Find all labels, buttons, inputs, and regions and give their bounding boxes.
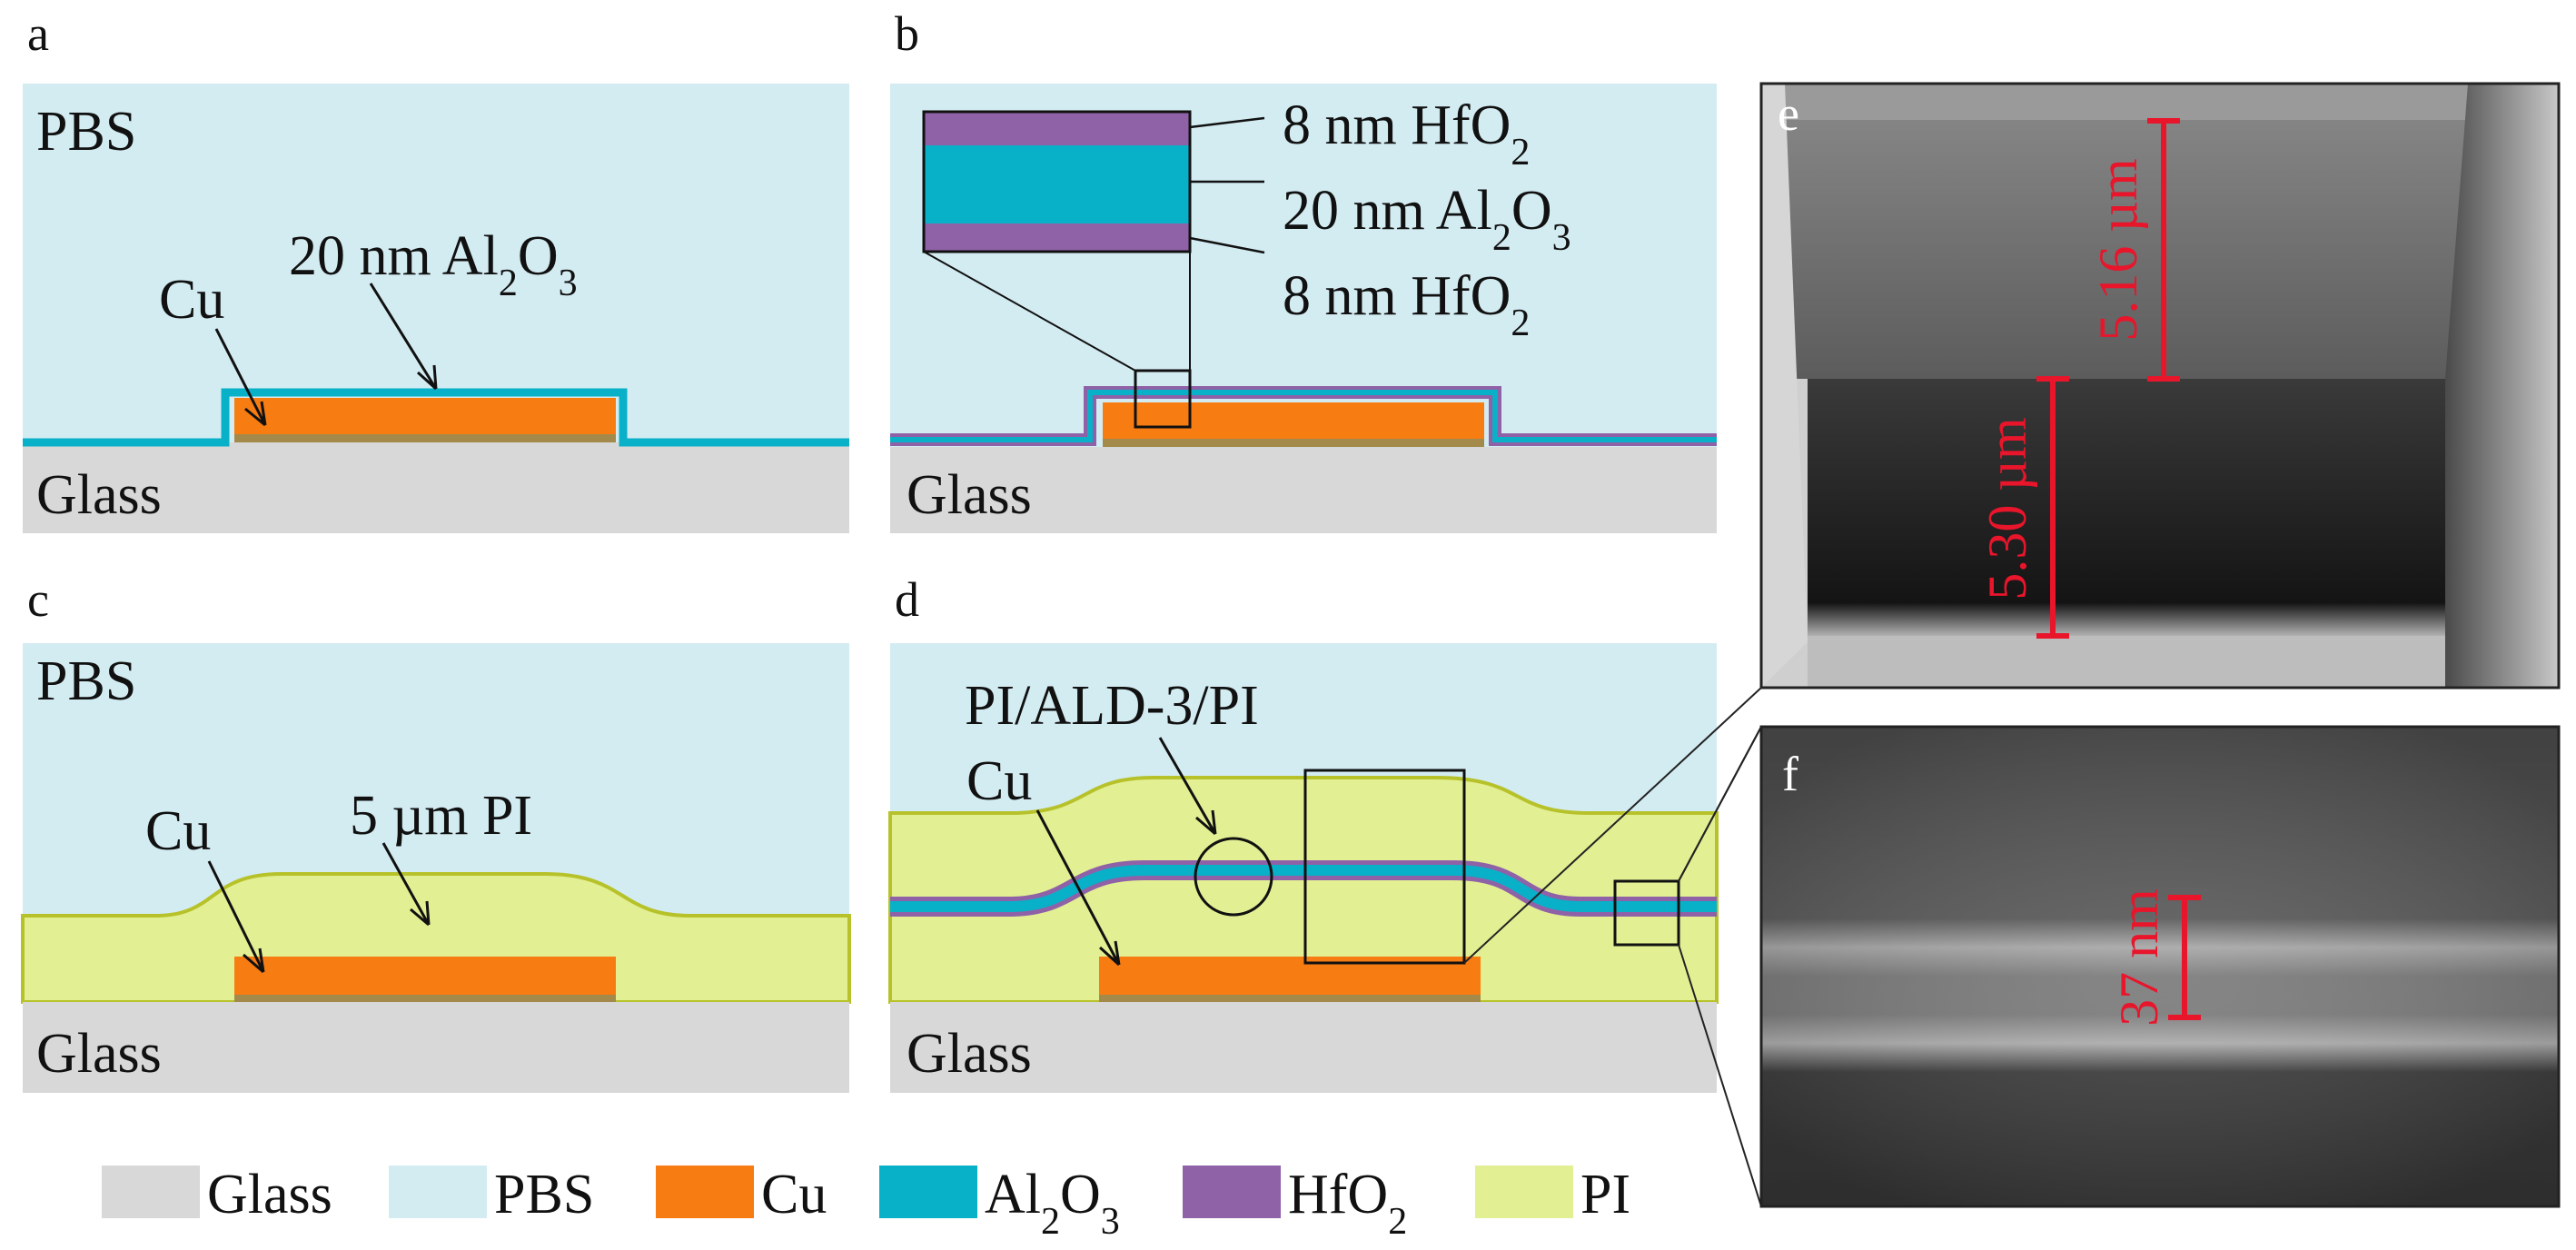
panel-d-to-e-connector-top [1463,687,1762,964]
panel-a-glass-region [23,442,849,533]
panel-e-frame [1759,82,2561,689]
panel-b-hfo2-bottom-label: 8 nm HfO2 [1283,265,1530,344]
panel-e-right-wall [2445,84,2559,688]
panel-b-inset-hfo2-top [924,112,1190,145]
panel-c-cu-electrode [234,957,616,995]
legend-label-al2o3: Al2O3 [985,1164,1120,1243]
panel-d-to-f-connector-top [1678,726,1762,882]
panel-d-cu-label: Cu [966,750,1032,812]
panel-c-cu-arrow [207,860,265,974]
panel-d-letter: d [895,572,919,627]
legend-swatch-pbs [389,1166,487,1218]
legend-swatch-glass [102,1166,200,1218]
panel-e-top-measure: 5.16 µm [2088,158,2148,341]
panel-b-glass-label: Glass [907,464,1032,526]
panel-a-letter: a [27,6,49,61]
panel-a-cu-base [234,433,616,442]
legend-label-cu: Cu [761,1164,827,1225]
panel-e-lower-layer [1808,379,2445,642]
legend-label-hfo2: HfO2 [1288,1164,1407,1243]
panel-f-sem: 37 nm f [1759,725,2561,1208]
panel-d-pi-layer [888,776,1719,1004]
legend-swatch-pi [1475,1166,1573,1218]
panel-e-bottom-scalebar [2036,376,2069,639]
legend-swatch-cu [656,1166,754,1218]
panel-c-glass-region [23,1002,849,1093]
legend-swatch-hfo2 [1183,1166,1281,1218]
panel-a-cu-electrode [234,398,616,434]
panel-d-ald-al2o3 [890,865,1717,912]
panel-c-pbs-label: PBS [36,650,136,712]
panel-b-hfo2-bottom-leader [1189,236,1265,254]
panel-c: c PBS Glass Cu 5 µm PI [21,572,851,1093]
panel-a-cu-arrow [214,328,267,427]
legend-swatch-al2o3 [879,1166,977,1218]
panel-a-al2o3-label: 20 nm Al2O3 [289,225,578,304]
legend-label-pbs: PBS [494,1164,594,1225]
panel-d-glass-region [890,1002,1717,1093]
panel-c-letter: c [27,572,49,627]
legend-label-glass: Glass [207,1164,332,1225]
panel-d-to-f-connector-bottom [1678,944,1762,1207]
panel-a: a PBS Glass Cu 20 nm Al2O3 [23,6,849,533]
panel-e-sem: 5.16 µm 5.30 µm e [1759,82,2561,689]
panel-d-zoom-box-large [1303,769,1466,965]
panel-a-al2o3-layer [23,388,849,447]
panel-b-hfo2-top-label: 8 nm HfO2 [1283,94,1530,174]
panel-b-cu-base [1103,438,1484,447]
panel-b-zoom-box [1134,369,1192,429]
panel-e-bottom-bright [1808,636,2445,688]
material-legend: Glass PBS Cu Al2O3 HfO2 PI [102,1164,1630,1243]
panel-d-stack-arrow [1158,737,1217,836]
panel-d-cu-base [1099,993,1481,1002]
panel-c-cu-base [234,993,616,1002]
panel-b-al2o3-label: 20 nm Al2O3 [1283,180,1571,259]
panel-b-al2o3-layer [890,390,1717,442]
panel-d-zoom-box-small [1613,879,1680,947]
panel-a-al2o3-arrow [369,283,438,391]
panel-a-pbs-label: PBS [36,101,136,163]
panel-e-bottom-measure: 5.30 µm [1977,417,2037,600]
panel-f-measure: 37 nm [2109,888,2169,1027]
panel-c-pi-label: 5 µm PI [350,785,532,847]
panel-b-inset-stack [922,110,1192,253]
panel-f-scalebar [2168,895,2201,1020]
panel-a-cu-label: Cu [159,269,224,331]
panel-c-pi-layer [21,872,851,1004]
panel-f-frame [1759,725,2561,1208]
panel-e-top-rim [1785,84,2468,120]
panel-b-letter: b [895,6,919,61]
panel-d-stack-label: PI/ALD-3/PI [965,675,1259,737]
panel-e-top-scalebar [2147,118,2180,382]
panel-d-glass-label: Glass [907,1023,1032,1085]
panel-f-letter: f [1782,747,1798,801]
panel-e-letter: e [1778,86,1799,141]
panel-e-upper-layer [1785,84,2468,379]
panel-b-cu-electrode [1103,402,1484,439]
panel-a-glass-label: Glass [36,464,162,526]
panel-b-glass-region [890,447,1717,533]
panel-e-left-wall [1761,84,1808,688]
panel-c-cu-label: Cu [145,800,211,862]
panel-d: d PI/ALD-3/PI Cu Glass [888,572,1762,1207]
panel-c-glass-label: Glass [36,1023,162,1085]
legend-label-pi: PI [1580,1164,1630,1225]
panel-d-cu-arrow [1035,809,1121,967]
panel-b-inset-hfo2-bottom [924,223,1190,252]
panel-b-hfo2-top-leader [1189,116,1265,129]
panel-b-zoom-line-left [923,251,1136,372]
panel-d-stack-circle [1194,837,1273,917]
panel-b: b 8 nm HfO2 20 nm Al2O3 8 nm HfO2 Glass [890,6,1717,533]
panel-b-inset-al2o3 [924,145,1190,223]
panel-c-pi-arrow [381,842,431,927]
panel-f-vignette [1761,727,2559,1206]
